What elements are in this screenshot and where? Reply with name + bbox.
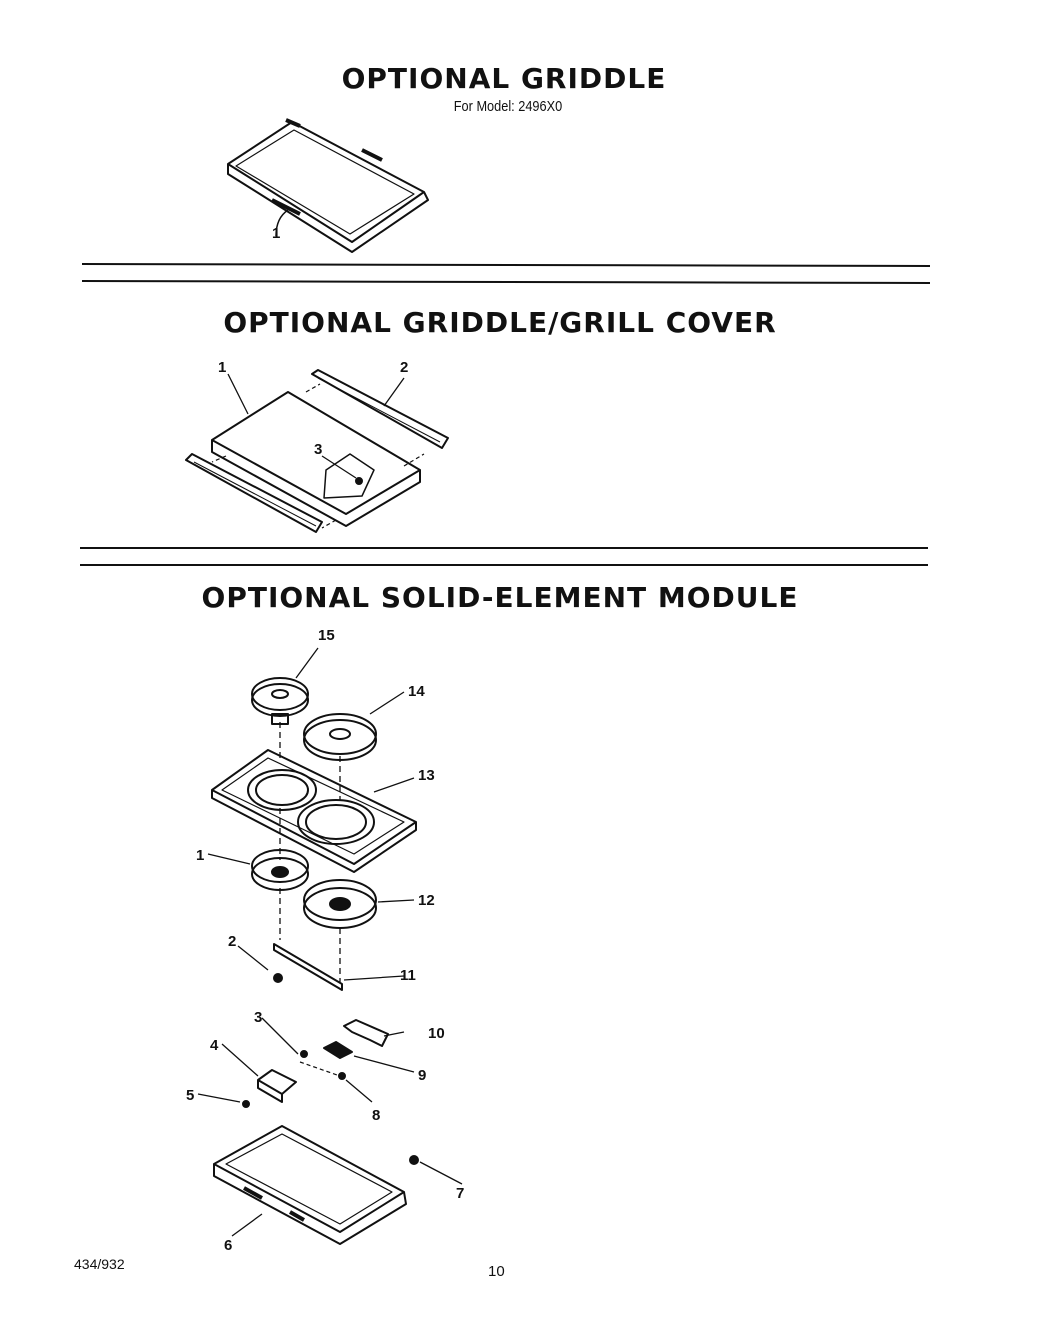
- section-divider-2: [80, 547, 928, 566]
- page-number: 10: [488, 1263, 505, 1280]
- callout-labels: 1 1 2 3 15 14 13 1 12 2 11 3 10 4 9 5 8 …: [186, 225, 464, 1254]
- document-code: 434/932: [74, 1256, 125, 1272]
- callout-module-14: 14: [408, 683, 425, 700]
- section-title-griddle: OPTIONAL GRIDDLE: [341, 62, 667, 95]
- section-title-cover: OPTIONAL GRIDDLE/GRILL COVER: [223, 306, 777, 339]
- callout-module-13: 13: [418, 767, 435, 784]
- callout-cover-3: 3: [314, 441, 322, 458]
- section-divider-1: [81, 263, 931, 284]
- callout-module-4: 4: [210, 1037, 219, 1054]
- model-subtitle: For Model: 2496X0: [453, 98, 563, 115]
- cover-drawing: [185, 369, 449, 533]
- callout-module-5: 5: [186, 1087, 194, 1104]
- callout-module-10: 10: [428, 1025, 445, 1042]
- callout-module-9: 9: [418, 1067, 426, 1084]
- callout-griddle-1: 1: [272, 225, 280, 242]
- callout-module-7: 7: [456, 1185, 464, 1202]
- callout-module-8: 8: [372, 1107, 380, 1124]
- callout-cover-1: 1: [218, 359, 226, 376]
- callout-module-3: 3: [254, 1009, 262, 1026]
- callout-module-1: 1: [196, 847, 204, 864]
- section-title-module: OPTIONAL SOLID-ELEMENT MODULE: [201, 581, 799, 614]
- callout-module-6: 6: [224, 1237, 232, 1254]
- module-drawing: [197, 647, 463, 1245]
- callout-module-15: 15: [318, 627, 335, 644]
- callout-cover-2: 2: [400, 359, 408, 376]
- griddle-drawing: [227, 118, 429, 253]
- callout-module-11: 11: [400, 967, 416, 984]
- callout-module-12: 12: [418, 892, 435, 909]
- callout-module-2: 2: [228, 933, 236, 950]
